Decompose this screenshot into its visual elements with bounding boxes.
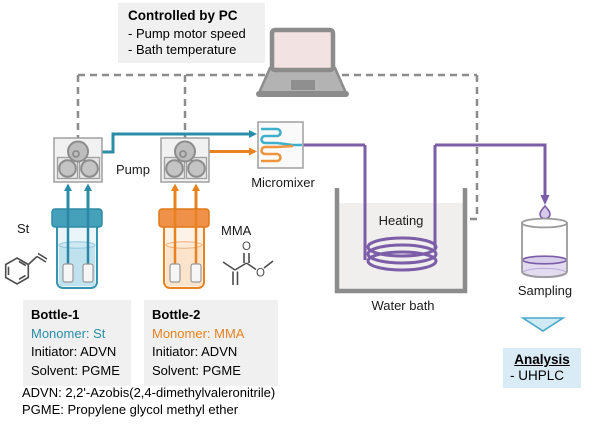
bottle-2-monomer: Monomer: MMA [152, 325, 245, 341]
mma-stream-line [171, 147, 257, 209]
pc-control-dash-lines [76, 73, 479, 221]
product-stream-line [303, 143, 550, 205]
control-box-item-bath: - Bath temperature [128, 41, 237, 57]
heating-label: Heating [378, 213, 424, 228]
control-box-title: Controlled by PC [128, 8, 238, 23]
control-box-item-pump: - Pump motor speed [128, 26, 246, 41]
sampling-cup-icon [521, 217, 568, 279]
styrene-structure-icon [4, 252, 48, 285]
footnote-pgme: PGME: Propylene glycol methyl ether [22, 401, 239, 417]
bottle-1-monomer: Monomer: St [31, 325, 106, 341]
analysis-box: Analysis - UHPLC [503, 348, 581, 388]
footnotes: ADVN: 2,2'-Azobis(2,4-dimethylvaleronitr… [22, 385, 275, 418]
mixer-channel-st [260, 127, 302, 147]
droplet-icon [539, 204, 551, 220]
triangle-down-icon [520, 317, 566, 332]
analysis-item-uhplc: - UHPLC [510, 368, 565, 383]
svg-text:O: O [256, 268, 265, 280]
bottle-1-info-box: Bottle-1 Monomer: St Initiator: ADVN Sol… [23, 300, 131, 386]
heating-coil-icon [363, 145, 438, 272]
analysis-title: Analysis [514, 352, 570, 367]
st-chemical-label: St [17, 221, 30, 236]
mma-chemical-label: MMA [221, 223, 252, 238]
water-bath-label: Water bath [371, 298, 435, 313]
svg-text:O: O [242, 241, 251, 253]
bottle-2-icon [158, 208, 210, 289]
bottle-1-initiator: Initiator: ADVN [31, 344, 117, 359]
micromixer-icon [257, 121, 304, 169]
pump-2-icon [160, 137, 210, 183]
bottle-2-initiator: Initiator: ADVN [152, 344, 238, 359]
bottle-2-info-box: Bottle-2 Monomer: MMA Initiator: ADVN So… [144, 300, 278, 386]
micromixer-label: Micromixer [251, 175, 315, 190]
pump-label: Pump [116, 162, 150, 177]
bottle-2-name: Bottle-2 [152, 307, 201, 322]
bottle-1-solvent: Solvent: PGME [31, 362, 120, 378]
sampling-label: Sampling [517, 283, 573, 298]
control-box: Controlled by PC - Pump motor speed - Ba… [118, 3, 265, 63]
bath-walls [334, 188, 468, 294]
pump-1-icon [53, 137, 103, 183]
water-bath-icon [334, 145, 468, 294]
laptop-icon [256, 27, 349, 97]
bottle-1-name: Bottle-1 [31, 307, 80, 322]
mma-structure-icon: O O [222, 241, 274, 285]
product-arrowhead [540, 195, 550, 205]
footnote-advn: ADVN: 2,2'-Azobis(2,4-dimethylvaleronitr… [22, 385, 276, 400]
mixer-channel-mma [260, 144, 294, 163]
bottle-2-solvent: Solvent: PGME [152, 362, 241, 378]
bottle-1-icon [51, 208, 103, 289]
